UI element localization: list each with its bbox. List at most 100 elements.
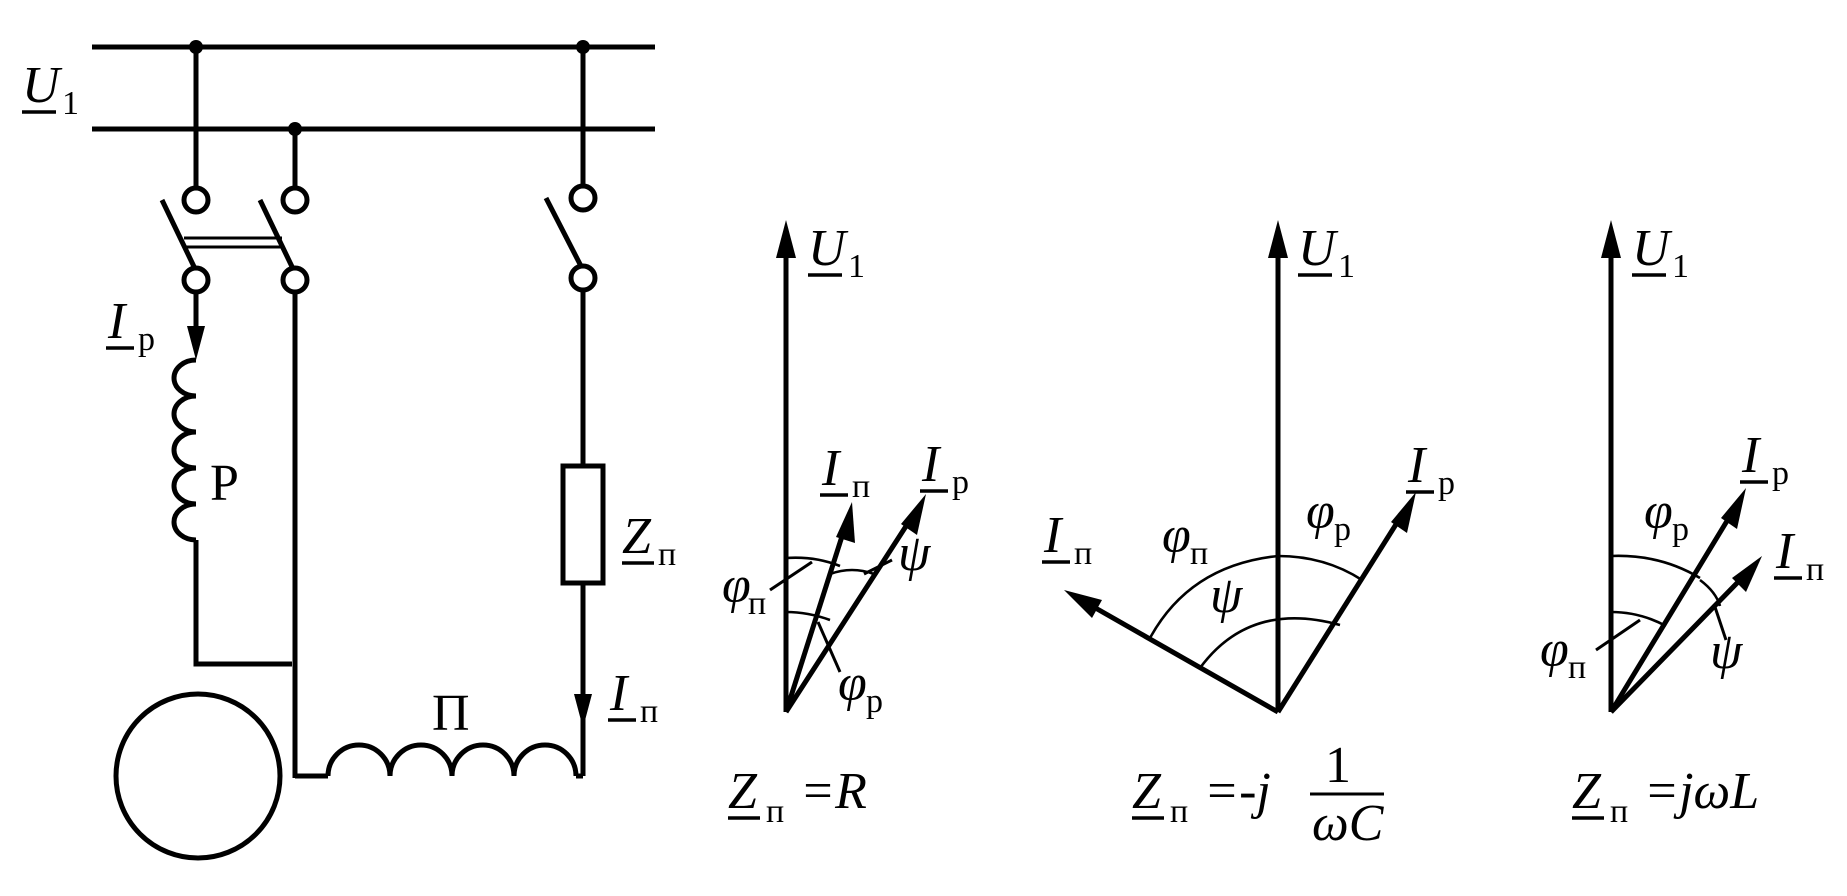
svg-text:п: п: [640, 693, 658, 730]
phi-start-arc: [1148, 554, 1279, 639]
start-winding-label: П: [432, 685, 470, 742]
start-impedance-resistor: [560, 463, 606, 586]
svg-text:р: р: [952, 464, 969, 501]
leader-line: [1712, 603, 1728, 641]
arrow-head: [836, 502, 855, 543]
svg-text:Z: Z: [728, 763, 758, 820]
start-winding-coil: [325, 742, 579, 777]
svg-text:φ: φ: [838, 655, 867, 712]
svg-text:п: п: [748, 585, 766, 622]
leader-line: [863, 558, 893, 576]
psi-arc: [829, 568, 875, 576]
supply-voltage-label: U 1: [22, 57, 79, 122]
svg-text:ωC: ωC: [1312, 795, 1385, 852]
svg-text:р: р: [1438, 465, 1455, 502]
leader-line: [816, 621, 842, 673]
phi-start-label: φ п: [1162, 507, 1208, 572]
svg-text:Z: Z: [1572, 763, 1602, 820]
svg-text:п: п: [852, 468, 870, 505]
psi-label: ψ: [1210, 567, 1244, 624]
relay-label: Р: [210, 455, 239, 512]
svg-text:φ: φ: [1162, 507, 1191, 564]
motor-rotor: [113, 691, 283, 861]
voltage-label: U 1: [1298, 220, 1355, 285]
svg-text:=R: =R: [800, 763, 867, 820]
arrow-head: [1721, 488, 1746, 529]
svg-text:=jωL: =jωL: [1644, 763, 1759, 820]
terminal: [568, 263, 598, 293]
svg-text:1: 1: [848, 248, 865, 285]
svg-text:1: 1: [1325, 737, 1351, 794]
terminal: [280, 185, 310, 215]
svg-text:п: п: [1170, 793, 1188, 830]
phasor-diagram-capacitive: U 1 I п I р φ п φ р ψ Z: [1042, 220, 1455, 852]
psi-arc: [1198, 617, 1341, 669]
phasor-diagram-inductive: U 1 I р I п φ р φ п ψ: [1540, 220, 1824, 830]
phi-start-label: φ п: [722, 557, 766, 622]
svg-text:I: I: [1043, 507, 1064, 564]
formula-inductive: Z п =jωL: [1572, 763, 1759, 830]
arrow-head: [1391, 492, 1416, 533]
svg-text:1: 1: [1672, 248, 1689, 285]
svg-text:р: р: [1772, 455, 1789, 492]
svg-text:φ: φ: [1306, 483, 1335, 540]
phi-relay-label: φ р: [838, 655, 883, 720]
phi-start-label: φ п: [1540, 621, 1586, 686]
phi-relay-arc: [1277, 554, 1363, 582]
svg-text:I: I: [1775, 523, 1796, 580]
phi-relay-arc: [1610, 554, 1701, 580]
relay-current-label: I р: [106, 293, 155, 358]
svg-text:I: I: [107, 293, 128, 350]
wire: [193, 540, 292, 667]
start-impedance-label: Z п: [622, 508, 676, 573]
relay-current-phasor: [1608, 514, 1733, 714]
start-current-label: I п: [820, 440, 870, 505]
terminal: [181, 185, 211, 215]
svg-text:п: п: [658, 536, 676, 573]
start-current-label: I п: [608, 665, 658, 730]
voltage-label: U 1: [1632, 220, 1689, 285]
arrow-head: [776, 220, 796, 258]
svg-text:U: U: [1632, 220, 1673, 277]
circuit-schematic: U 1 I р Р: [22, 40, 676, 861]
relay-current-label: I р: [1406, 437, 1455, 502]
svg-text:I: I: [1741, 427, 1762, 484]
start-current-label: I п: [1042, 507, 1092, 572]
arrow-head: [1601, 220, 1621, 258]
switch-blade: [159, 198, 201, 277]
voltage-label: U 1: [808, 220, 865, 285]
svg-text:U: U: [22, 57, 63, 114]
psi-arc: [1699, 578, 1722, 607]
svg-text:п: п: [1568, 649, 1586, 686]
arrow-head: [901, 494, 926, 535]
arrow-head: [1064, 590, 1102, 618]
svg-text:р: р: [1334, 511, 1351, 548]
phi-relay-label: φ р: [1644, 483, 1689, 548]
svg-text:U: U: [808, 220, 849, 277]
svg-text:φ: φ: [1644, 483, 1673, 540]
svg-text:1: 1: [1338, 248, 1355, 285]
arrow-head: [574, 694, 592, 728]
arrow-head: [1732, 556, 1762, 592]
svg-text:п: п: [1610, 793, 1628, 830]
terminal: [181, 265, 211, 295]
relay-current-label: I р: [1740, 427, 1789, 492]
psi-label: ψ: [898, 525, 932, 582]
svg-text:I: I: [821, 440, 842, 497]
svg-text:п: п: [1074, 535, 1092, 572]
svg-text:φ: φ: [1540, 621, 1569, 678]
phi-start-arc: [1610, 610, 1667, 628]
terminal: [280, 265, 310, 295]
svg-text:Z: Z: [1132, 763, 1162, 820]
phi-relay-label: φ р: [1306, 483, 1351, 548]
start-current-label: I п: [1774, 523, 1824, 588]
relay-current-label: I р: [920, 436, 969, 501]
relay-coil: [171, 357, 197, 543]
svg-text:п: п: [1806, 551, 1824, 588]
terminal: [568, 183, 598, 213]
start-current-phasor: [1090, 603, 1280, 715]
svg-text:I: I: [921, 436, 942, 493]
svg-text:р: р: [866, 683, 883, 720]
phi-relay-arc: [785, 610, 831, 622]
svg-text:I: I: [609, 665, 630, 722]
